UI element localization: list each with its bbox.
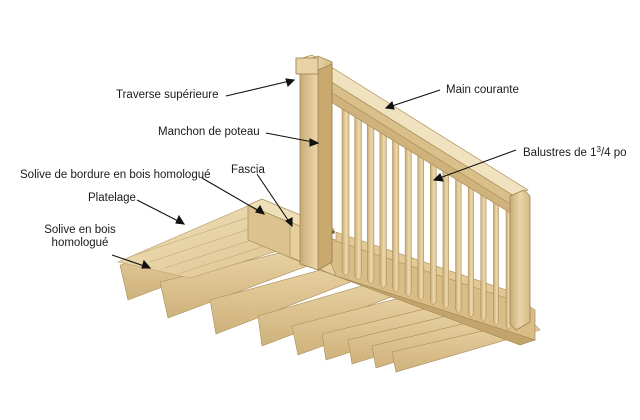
- baluster: [442, 162, 449, 310]
- baluster: [392, 127, 400, 294]
- label-manchon-de-poteau: Manchon de poteau: [158, 126, 260, 138]
- baluster: [417, 144, 425, 302]
- baluster: [366, 109, 375, 285]
- leader-balustres: [433, 149, 517, 181]
- label-solive-en-bois: Solive en bois homologué: [42, 224, 118, 250]
- label-platelage: Platelage: [88, 192, 136, 204]
- leader-platelage: [136, 199, 185, 225]
- balusters: [341, 91, 512, 331]
- baluster: [430, 153, 437, 306]
- solive-line-2: homologué: [51, 237, 109, 249]
- label-main-courante: Main courante: [446, 84, 519, 96]
- post-sleeve: [295, 55, 333, 271]
- leader-fascia: [256, 173, 293, 227]
- baluster: [455, 171, 462, 314]
- balustres-sub: /4: [600, 147, 611, 159]
- leader-solive-bordure: [201, 177, 265, 215]
- end-post: [509, 189, 531, 331]
- baluster: [379, 118, 387, 289]
- label-solive-de-bordure: Solive de bordure en bois homologué: [20, 169, 211, 181]
- solive-line-1: Solive en bois: [44, 224, 116, 236]
- label-balustres: Balustres de 13/4 po: [523, 143, 627, 160]
- leader-manchon: [265, 132, 319, 144]
- balustres-sup: 3: [596, 145, 601, 154]
- leader-lines: [111, 78, 517, 269]
- label-traverse-superieure: Traverse supérieure: [116, 89, 219, 101]
- leader-traverse: [225, 79, 295, 97]
- leader-main-courante: [385, 89, 441, 109]
- balustres-text: Balustres de 1: [523, 147, 597, 159]
- label-fascia: Fascia: [231, 164, 265, 176]
- baluster: [480, 188, 487, 323]
- baluster: [354, 100, 362, 281]
- baluster: [493, 197, 499, 327]
- baluster: [467, 180, 474, 318]
- baluster: [404, 135, 412, 298]
- baluster: [341, 91, 350, 277]
- balustres-unit: po: [610, 147, 627, 159]
